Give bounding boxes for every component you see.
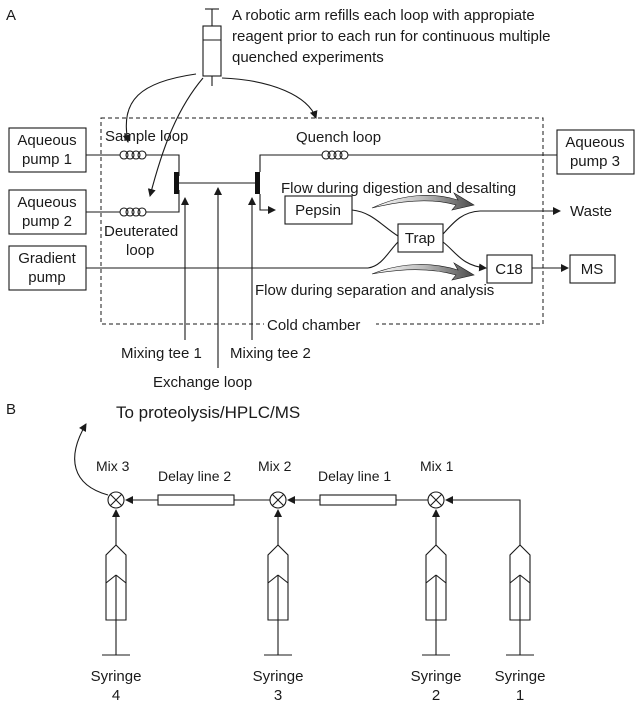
aqueous-pump-1-box xyxy=(8,127,87,173)
aqueous-pump-1-label-1: Aqueous xyxy=(17,132,76,149)
syringe-2-label-1: Syringe xyxy=(411,668,462,685)
quench-loop-label: Quench loop xyxy=(296,129,381,146)
c18-label: C18 xyxy=(495,261,523,278)
deuterated-loop-coil xyxy=(119,207,147,217)
syringe-4 xyxy=(102,544,130,656)
gradient-pump-box xyxy=(8,245,87,291)
mixing-tee-1-label: Mixing tee 1 xyxy=(121,345,202,362)
gradient-pump-label-2: pump xyxy=(28,269,66,286)
mix-3-label: Mix 3 xyxy=(96,458,130,474)
robot-note-line-1: A robotic arm refills each loop with app… xyxy=(232,7,535,24)
arrow-to-deuterated-loop xyxy=(147,77,204,197)
syringe-3 xyxy=(264,544,292,656)
syringe-3-label-2: 3 xyxy=(274,687,282,704)
aqueous-pump-2-label-2: pump 2 xyxy=(22,213,72,230)
sample-loop-label: Sample loop xyxy=(105,128,188,145)
flow-separation-arrow xyxy=(371,262,475,281)
trap-box xyxy=(397,223,444,253)
syringe-1-label-2: 1 xyxy=(516,687,524,704)
robot-note-line-2: reagent prior to each run for continuous… xyxy=(232,28,551,45)
mix-1-mixer xyxy=(427,491,445,509)
syringe-3-label-1: Syringe xyxy=(253,668,304,685)
aqueous-pump-3-box xyxy=(556,129,635,175)
mix-3-mixer xyxy=(107,491,125,509)
deuterated-loop-label-2: loop xyxy=(126,242,154,259)
syringe-1 xyxy=(506,544,534,656)
flow-digestion-label: Flow during digestion and desalting xyxy=(281,180,516,197)
trap-label: Trap xyxy=(405,230,435,247)
aqueous-pump-2-label-1: Aqueous xyxy=(17,194,76,211)
mix-2-label: Mix 2 xyxy=(258,458,292,474)
mix-2-mixer xyxy=(269,491,287,509)
syringe-2-label-2: 2 xyxy=(432,687,440,704)
mixing-tee-1-symbol xyxy=(174,172,179,194)
output-label: To proteolysis/HPLC/MS xyxy=(116,403,300,422)
pepsin-to-trap-line xyxy=(351,209,399,237)
arrow-to-quench-loop xyxy=(221,77,318,119)
delay-line-1-box xyxy=(319,494,397,506)
flow-separation-label: Flow during separation and analysis xyxy=(255,282,494,299)
mixing-tee-2-symbol xyxy=(255,172,260,194)
waste-label: Waste xyxy=(570,203,612,220)
aqueous-pump-3-label-2: pump 3 xyxy=(570,153,620,170)
c18-box xyxy=(486,254,533,284)
pepsin-label: Pepsin xyxy=(295,202,341,219)
syringe-1-label-1: Syringe xyxy=(495,668,546,685)
delay-line-2-box xyxy=(157,494,235,506)
panel-b-label: B xyxy=(6,401,16,418)
trap-to-c18-line xyxy=(442,241,487,272)
aqueous-pump-3-label-1: Aqueous xyxy=(565,134,624,151)
syringe-4-label-2: 4 xyxy=(112,687,120,704)
quench-loop-coil xyxy=(321,150,349,160)
robot-note-line-3: quenched experiments xyxy=(232,49,384,66)
robot-syringe xyxy=(202,8,222,86)
sample-loop-coil xyxy=(119,150,147,160)
mixing-tee-2-label: Mixing tee 2 xyxy=(230,345,311,362)
mix-1-label: Mix 1 xyxy=(420,458,454,474)
panel-a-label: A xyxy=(6,7,16,24)
gradient-pump-label-1: Gradient xyxy=(18,250,76,267)
syringe-4-label-1: Syringe xyxy=(91,668,142,685)
pepsin-box xyxy=(284,195,353,225)
syringe-1-feed xyxy=(445,496,521,545)
output-arrow xyxy=(74,423,109,496)
syringe-2 xyxy=(422,544,450,656)
exchange-loop-label: Exchange loop xyxy=(153,374,252,391)
cold-chamber-label: Cold chamber xyxy=(267,317,360,334)
deuterated-loop-label-1: Deuterated xyxy=(104,223,178,240)
ms-box xyxy=(569,254,616,284)
delay-line-1-label: Delay line 1 xyxy=(318,468,391,484)
flow-digestion-arrow xyxy=(371,192,475,211)
arrow-to-sample-loop xyxy=(122,73,197,143)
ms-label: MS xyxy=(581,261,604,278)
aqueous-pump-1-label-2: pump 1 xyxy=(22,151,72,168)
delay-line-2-label: Delay line 2 xyxy=(158,468,231,484)
